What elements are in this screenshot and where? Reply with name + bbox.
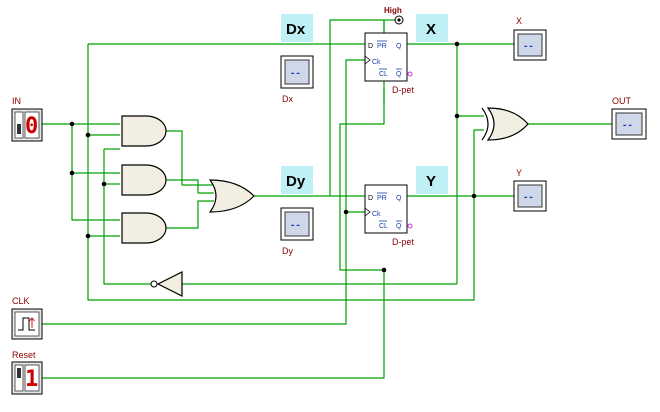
in-switch[interactable]: IN 0 xyxy=(11,96,43,142)
ff-top-type-label: D-pet xyxy=(392,85,415,95)
ff-bottom-cl-pin: CL xyxy=(379,223,388,230)
probe-dy-value: -- xyxy=(290,221,301,231)
net-label-dx: Dx xyxy=(281,14,313,42)
in-label: IN xyxy=(12,96,21,106)
high-label: High xyxy=(384,6,402,15)
probe-x[interactable]: -- X xyxy=(513,16,547,61)
probe-out[interactable]: -- OUT xyxy=(611,96,647,140)
inverter-gate[interactable] xyxy=(150,271,183,297)
probe-y-label: Y xyxy=(516,168,522,178)
probe-dy[interactable]: -- Dy xyxy=(280,207,314,256)
ff-top-cl-pin: CL xyxy=(379,71,388,78)
ff-top-ck-pin: Ck xyxy=(372,59,381,66)
probe-out-label: OUT xyxy=(612,96,632,106)
probe-out-value: -- xyxy=(622,121,633,131)
wires xyxy=(40,19,612,379)
high-source[interactable]: High xyxy=(384,6,404,25)
ff-bottom-type-label: D-pet xyxy=(392,237,415,247)
ff-bottom-ck-pin: Ck xyxy=(372,211,381,218)
ff-bottom-q-pin: Q xyxy=(396,195,402,202)
and-gate-1[interactable] xyxy=(121,115,167,147)
xor-gate[interactable] xyxy=(481,107,529,141)
flipflop-bottom[interactable]: D PR Q Ck CL Q D-pet xyxy=(364,184,415,247)
net-label-x: X xyxy=(416,14,448,42)
svg-text:Dx: Dx xyxy=(286,21,306,38)
probe-y[interactable]: -- Y xyxy=(513,168,547,212)
probe-dx-label: Dx xyxy=(282,94,293,104)
and-gate-2[interactable] xyxy=(121,164,167,196)
in-value: 0 xyxy=(25,114,38,139)
probe-dy-label: Dy xyxy=(282,246,293,256)
net-label-dy: Dy xyxy=(281,166,313,194)
or-gate[interactable] xyxy=(208,179,255,213)
ff-top-pr-pin: PR xyxy=(377,43,387,50)
ff-top-q-pin: Q xyxy=(396,43,402,50)
ff-top-qbar-pin: Q xyxy=(396,71,402,78)
probe-dx[interactable]: -- Dx xyxy=(280,55,314,104)
clk-source[interactable]: CLK xyxy=(11,296,43,340)
ff-bottom-qbar-pin: Q xyxy=(396,223,402,230)
probe-x-value: -- xyxy=(523,42,534,52)
ff-top-d-pin: D xyxy=(368,43,373,50)
probe-dx-value: -- xyxy=(290,69,301,79)
reset-switch[interactable]: Reset 1 xyxy=(11,350,43,395)
probe-y-value: -- xyxy=(523,193,534,203)
and-gate-3[interactable] xyxy=(121,212,167,244)
svg-text:Y: Y xyxy=(426,173,436,190)
clk-label: CLK xyxy=(12,296,30,306)
ff-bottom-d-pin: D xyxy=(368,195,373,202)
ff-bottom-pr-pin: PR xyxy=(377,195,387,202)
junctions xyxy=(69,41,477,273)
probe-x-label: X xyxy=(516,16,522,26)
svg-text:X: X xyxy=(426,21,436,38)
net-label-y: Y xyxy=(416,166,448,194)
flipflop-top[interactable]: D PR Q Ck CL Q D-pet xyxy=(364,32,415,95)
reset-value: 1 xyxy=(25,367,38,392)
reset-label: Reset xyxy=(12,350,36,360)
clock-arrow-icon xyxy=(29,317,35,328)
svg-text:Dy: Dy xyxy=(286,173,306,190)
